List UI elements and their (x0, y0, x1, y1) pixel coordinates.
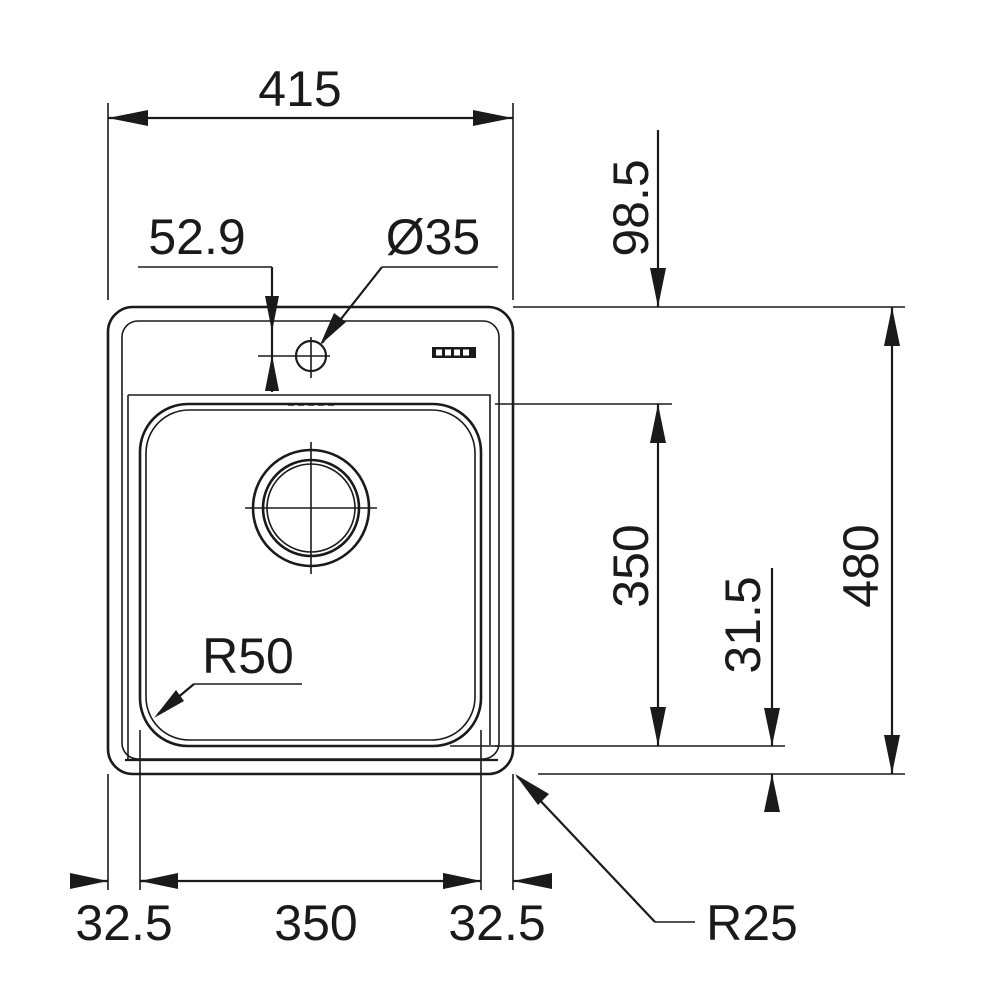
dimension-tap-diameter: Ø35 (320, 209, 498, 345)
drain-icon (245, 442, 377, 574)
bowl-outline (138, 402, 483, 748)
bottom-rim-label: 31.5 (715, 576, 771, 673)
left-rim-label: 32.5 (75, 895, 172, 951)
dimension-bowl-depth: 350 (603, 404, 666, 746)
dimension-bottom-rim: 31.5 (715, 568, 780, 812)
dimension-overall-width: 415 (107, 61, 514, 300)
dimension-bowl-radius: R50 (154, 628, 302, 718)
bowl-depth-label: 350 (603, 524, 659, 607)
tap-hole-icon (258, 337, 330, 378)
outer-radius-label: R25 (706, 895, 798, 951)
right-rim-label: 32.5 (448, 895, 545, 951)
overall-depth-label: 480 (833, 524, 889, 607)
brand-plate-icon (432, 347, 476, 358)
deck-ledge (128, 394, 491, 745)
top-deck-label: 98.5 (603, 159, 659, 256)
overall-width-label: 415 (258, 61, 341, 117)
dimension-overall-depth: 480 (833, 307, 900, 774)
bowl-radius-label: R50 (202, 628, 294, 684)
tap-diameter-label: Ø35 (386, 209, 481, 265)
dimension-bottom-row: 32.5 350 32.5 (70, 730, 552, 951)
dimension-top-deck: 98.5 (603, 130, 666, 307)
dimension-tap-offset: 52.9 (138, 209, 279, 392)
bowl-inner-outline (145, 409, 476, 741)
bowl-width-label: 350 (274, 895, 357, 951)
sink-outer-edge (106, 305, 515, 776)
sink-body (106, 305, 515, 776)
tap-offset-label: 52.9 (148, 209, 245, 265)
dimension-outer-radius: R25 (515, 774, 798, 951)
